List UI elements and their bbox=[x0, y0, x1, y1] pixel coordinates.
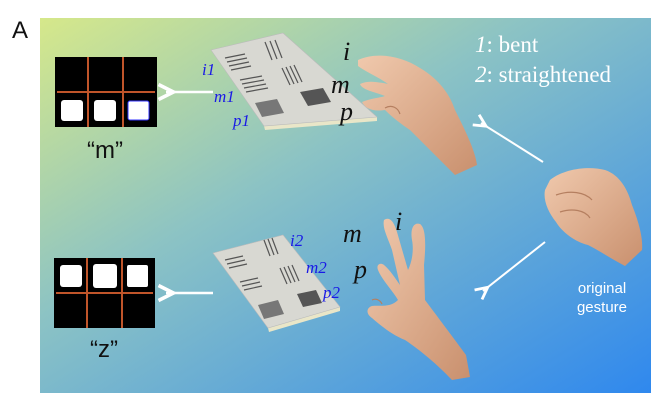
lit-cell bbox=[93, 264, 117, 288]
sensor-label-m2: m2 bbox=[306, 258, 327, 277]
panel-label: A bbox=[12, 17, 28, 44]
fist-image bbox=[544, 168, 643, 266]
straightened-hand-image bbox=[367, 218, 470, 380]
lit-cell bbox=[61, 100, 83, 121]
legend-text-1: : bent bbox=[487, 32, 539, 57]
bottom-letter-label: “z” bbox=[90, 336, 118, 363]
original-gesture-label-2: gesture bbox=[577, 299, 627, 316]
original-gesture-label-1: original bbox=[578, 280, 626, 297]
sensor-label-i1: i1 bbox=[202, 60, 215, 79]
finger-label-m-top: m bbox=[331, 70, 350, 99]
bent-hand-image bbox=[358, 55, 477, 175]
finger-label-i-top: i bbox=[343, 37, 350, 66]
lit-cell bbox=[94, 100, 116, 121]
sensor-label-i2: i2 bbox=[290, 231, 304, 250]
sensor-label-p1: p1 bbox=[232, 111, 250, 130]
bottom-sensor-plate bbox=[212, 234, 341, 332]
finger-label-p-top: p bbox=[338, 97, 353, 126]
bottom-grid-display bbox=[54, 258, 155, 328]
sensor-label-m1: m1 bbox=[214, 87, 235, 106]
legend-num-2: 2 bbox=[475, 62, 487, 87]
lit-cell bbox=[127, 265, 148, 287]
legend-text-2: : straightened bbox=[487, 62, 612, 87]
legend-bent: 1: bent bbox=[475, 32, 539, 57]
top-letter-label: “m” bbox=[87, 137, 123, 164]
top-grid-display bbox=[55, 57, 157, 127]
finger-label-p-bottom: p bbox=[352, 255, 367, 284]
finger-label-m-bottom: m bbox=[343, 219, 362, 248]
sensor-label-p2: p2 bbox=[322, 283, 341, 302]
lit-cell bbox=[127, 100, 150, 121]
legend-straightened: 2: straightened bbox=[475, 62, 612, 87]
legend-num-1: 1 bbox=[475, 32, 487, 57]
arrow-to-straightened bbox=[483, 241, 546, 291]
arrow-to-bent bbox=[481, 123, 544, 163]
top-sensor-plate bbox=[210, 32, 378, 130]
finger-label-i-bottom: i bbox=[395, 207, 402, 236]
lit-cell bbox=[60, 265, 82, 287]
